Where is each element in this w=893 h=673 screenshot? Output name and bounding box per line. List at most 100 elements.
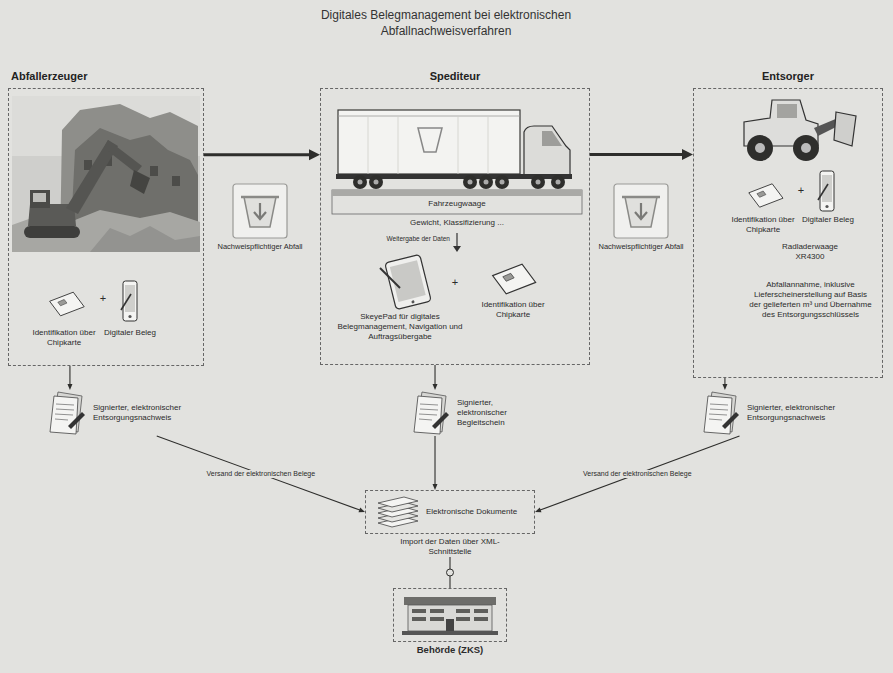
authority-box: Behörde (ZKS) <box>393 588 507 656</box>
data-arrow <box>453 233 461 252</box>
truck-illustration-part <box>374 180 379 185</box>
building-icon-part-part-part <box>412 617 426 621</box>
doc-icon-part-part-part <box>709 414 727 415</box>
plus-sign: + <box>447 276 463 290</box>
connector <box>722 378 727 390</box>
truck-illustration-part <box>368 116 488 174</box>
text-column: Signierter, elektronischer Entsorgungsna… <box>93 403 193 423</box>
connector-line <box>590 153 684 156</box>
diagram-title: Digitales Belegmanagement bei elektronis… <box>270 8 622 39</box>
tablet-illustration <box>380 254 431 309</box>
document-label: Signierter, elektronischer Entsorgungsna… <box>747 403 852 423</box>
store-icon <box>374 495 420 529</box>
doc-icon-part-part-part <box>55 419 68 420</box>
wheel-loader-illustration-part <box>755 143 765 153</box>
wheel-loader-illustration <box>744 100 856 161</box>
data-arrow-part <box>456 233 457 247</box>
edge-label: Versand der elektronischen Belege <box>205 470 318 478</box>
truck-illustration-part <box>551 175 565 189</box>
arrow-head <box>535 508 541 513</box>
doc-icon-part-part-part <box>420 404 438 405</box>
annotation-label: Radladerwaage XR4300 <box>775 242 845 262</box>
vehicle-scale-part <box>332 190 582 214</box>
building-icon-part-part-part <box>456 609 470 613</box>
connector-line <box>204 153 311 156</box>
connector <box>204 149 320 160</box>
annotation-label: Identifikation über Chipkarte <box>722 215 804 235</box>
vehicle-scale-part <box>332 190 582 196</box>
doc-icon-part-part-part <box>55 414 73 415</box>
document-label: Signierter, elektronischer Entsorgungsna… <box>93 403 193 423</box>
demolition-illustration-part <box>30 190 50 208</box>
demolition-illustration-part <box>130 170 150 194</box>
truck-illustration-part <box>358 180 363 185</box>
connector-line <box>434 436 435 485</box>
annotation-label: Fahrzeugwaage <box>332 199 582 209</box>
waste-icon <box>614 184 668 238</box>
building-icon-part-part <box>402 631 498 635</box>
building-icon-part-part-part <box>412 609 426 613</box>
truck-illustration <box>336 110 572 189</box>
document-node: Signierter, elektronischer Entsorgungsna… <box>702 390 852 436</box>
demolition-illustration-part <box>24 226 80 238</box>
plus-sign: + <box>794 184 808 198</box>
connector-line <box>69 366 70 385</box>
building-icon-part-part <box>408 605 492 631</box>
connector <box>433 436 438 490</box>
truck-illustration-part <box>353 175 367 189</box>
building-icon-part-part-part <box>474 609 488 613</box>
tablet-illustration-part-part <box>411 300 415 304</box>
document-node: Signierter, elektronischer Entsorgungsna… <box>48 390 193 436</box>
text-column: Signierter, elektronischer Entsorgungsna… <box>747 403 852 423</box>
truck-illustration-part <box>524 126 570 176</box>
edge-label: Versand der elektronischen Belege <box>581 470 694 478</box>
annotation-label: Identifikation über Chipkarte <box>25 328 103 348</box>
storage-frame: Elektronische Dokumente <box>365 490 535 534</box>
arrow-head <box>682 149 693 160</box>
building-icon <box>400 593 500 637</box>
tablet-illustration-part <box>380 268 400 288</box>
document-node: Signierter, elektronischer Begleitschein <box>412 390 542 436</box>
doc-icon-part-part-part <box>420 409 438 410</box>
wheel-loader-illustration-part <box>834 112 856 146</box>
doc-icon-part-part-part <box>56 404 74 405</box>
annotation-label: Identifikation über Chipkarte <box>473 300 553 320</box>
arrow-head <box>722 384 727 390</box>
truck-illustration-part <box>463 175 477 189</box>
doc-icon-part-part-part <box>709 419 722 420</box>
truck-illustration-part <box>531 175 545 189</box>
phone-icon <box>818 171 834 211</box>
arrow-head <box>309 149 320 160</box>
truck-illustration-part <box>479 175 493 189</box>
demolition-illustration-part <box>90 226 200 252</box>
truck-illustration-part <box>500 180 505 185</box>
building-icon-part-part <box>404 597 496 605</box>
doc-icon-part-part-part <box>710 409 728 410</box>
connector <box>157 436 365 512</box>
waste-icon <box>233 184 287 238</box>
wheel-loader-illustration-part <box>747 135 773 161</box>
truck-illustration-part <box>418 128 442 152</box>
wheel-loader-illustration-part <box>793 135 819 161</box>
building-icon-part-part-part <box>456 617 470 621</box>
wheel-loader-illustration-part <box>801 143 811 153</box>
connector <box>590 149 693 160</box>
tablet-illustration-part-part <box>385 254 432 309</box>
building-icon-part-part-part <box>430 609 444 613</box>
demolition-illustration-part <box>33 193 46 202</box>
building-icon-part <box>400 593 500 637</box>
truck-illustration-part <box>495 175 509 189</box>
truck-illustration-part <box>338 116 520 117</box>
demolition-illustration-part <box>12 96 200 252</box>
truck-illustration-part <box>556 180 561 185</box>
doc-icon-part-part-part <box>710 404 728 405</box>
connector-line <box>539 436 739 510</box>
vehicle-scale <box>332 190 582 214</box>
storage-label: Elektronische Dokumente <box>426 507 517 517</box>
doc-icon <box>48 390 88 436</box>
doc-icon-part-part <box>432 412 449 429</box>
doc-icon-part-part <box>414 396 442 434</box>
doc-icon-part-part <box>704 396 732 434</box>
building-icon-part-part-part <box>430 617 444 621</box>
